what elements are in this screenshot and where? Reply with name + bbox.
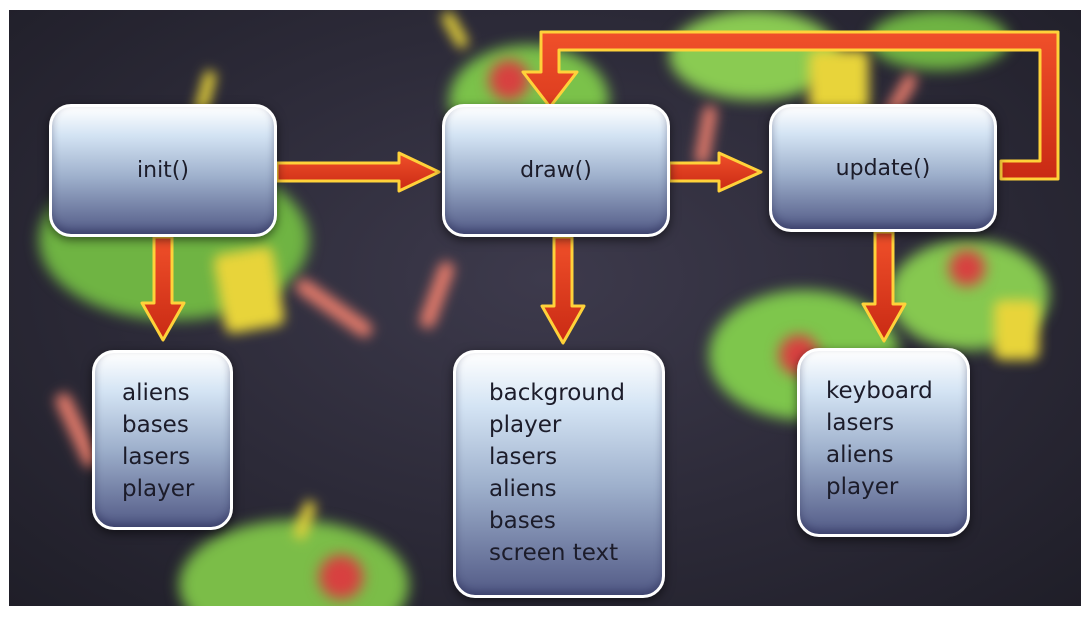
node-init: init(): [49, 104, 277, 237]
android-figure-blur: [489, 60, 529, 100]
list-init: aliens bases lasers player: [92, 350, 233, 530]
node-draw: draw(): [442, 104, 670, 237]
list-item: aliens: [122, 380, 190, 406]
list-item: bases: [489, 508, 556, 534]
list-item: player: [489, 412, 562, 438]
list-item: aliens: [489, 476, 557, 502]
android-figure-blur: [319, 555, 363, 599]
arrow-update-loop-to-draw: [521, 30, 1060, 181]
diagram-background: init() draw() update() aliens bases lase…: [9, 10, 1081, 606]
arrow-init-to-list: [140, 235, 186, 342]
list-item: keyboard: [826, 378, 933, 404]
node-update: update(): [769, 104, 997, 232]
list-item: player: [122, 476, 195, 502]
arrow-init-to-draw: [275, 151, 441, 193]
list-item: lasers: [122, 444, 191, 470]
list-draw: background player lasers aliens bases sc…: [453, 350, 665, 598]
arrow-draw-to-update: [667, 151, 763, 193]
list-item: player: [826, 474, 899, 500]
list-item: bases: [122, 412, 189, 438]
node-init-label: init(): [137, 158, 189, 183]
android-figure-blur: [949, 250, 985, 286]
list-item: lasers: [489, 444, 558, 470]
arrow-update-to-list: [861, 230, 907, 343]
list-item: lasers: [826, 410, 895, 436]
list-item: aliens: [826, 442, 894, 468]
arrow-draw-to-list: [540, 235, 586, 345]
android-leg-blur: [994, 300, 1039, 360]
list-update: keyboard lasers aliens player: [797, 348, 970, 537]
node-draw-label: draw(): [520, 158, 592, 183]
list-item: screen text: [489, 540, 619, 566]
list-item: background: [489, 380, 626, 406]
node-update-label: update(): [835, 155, 931, 181]
flow-arrows: [140, 30, 1060, 345]
